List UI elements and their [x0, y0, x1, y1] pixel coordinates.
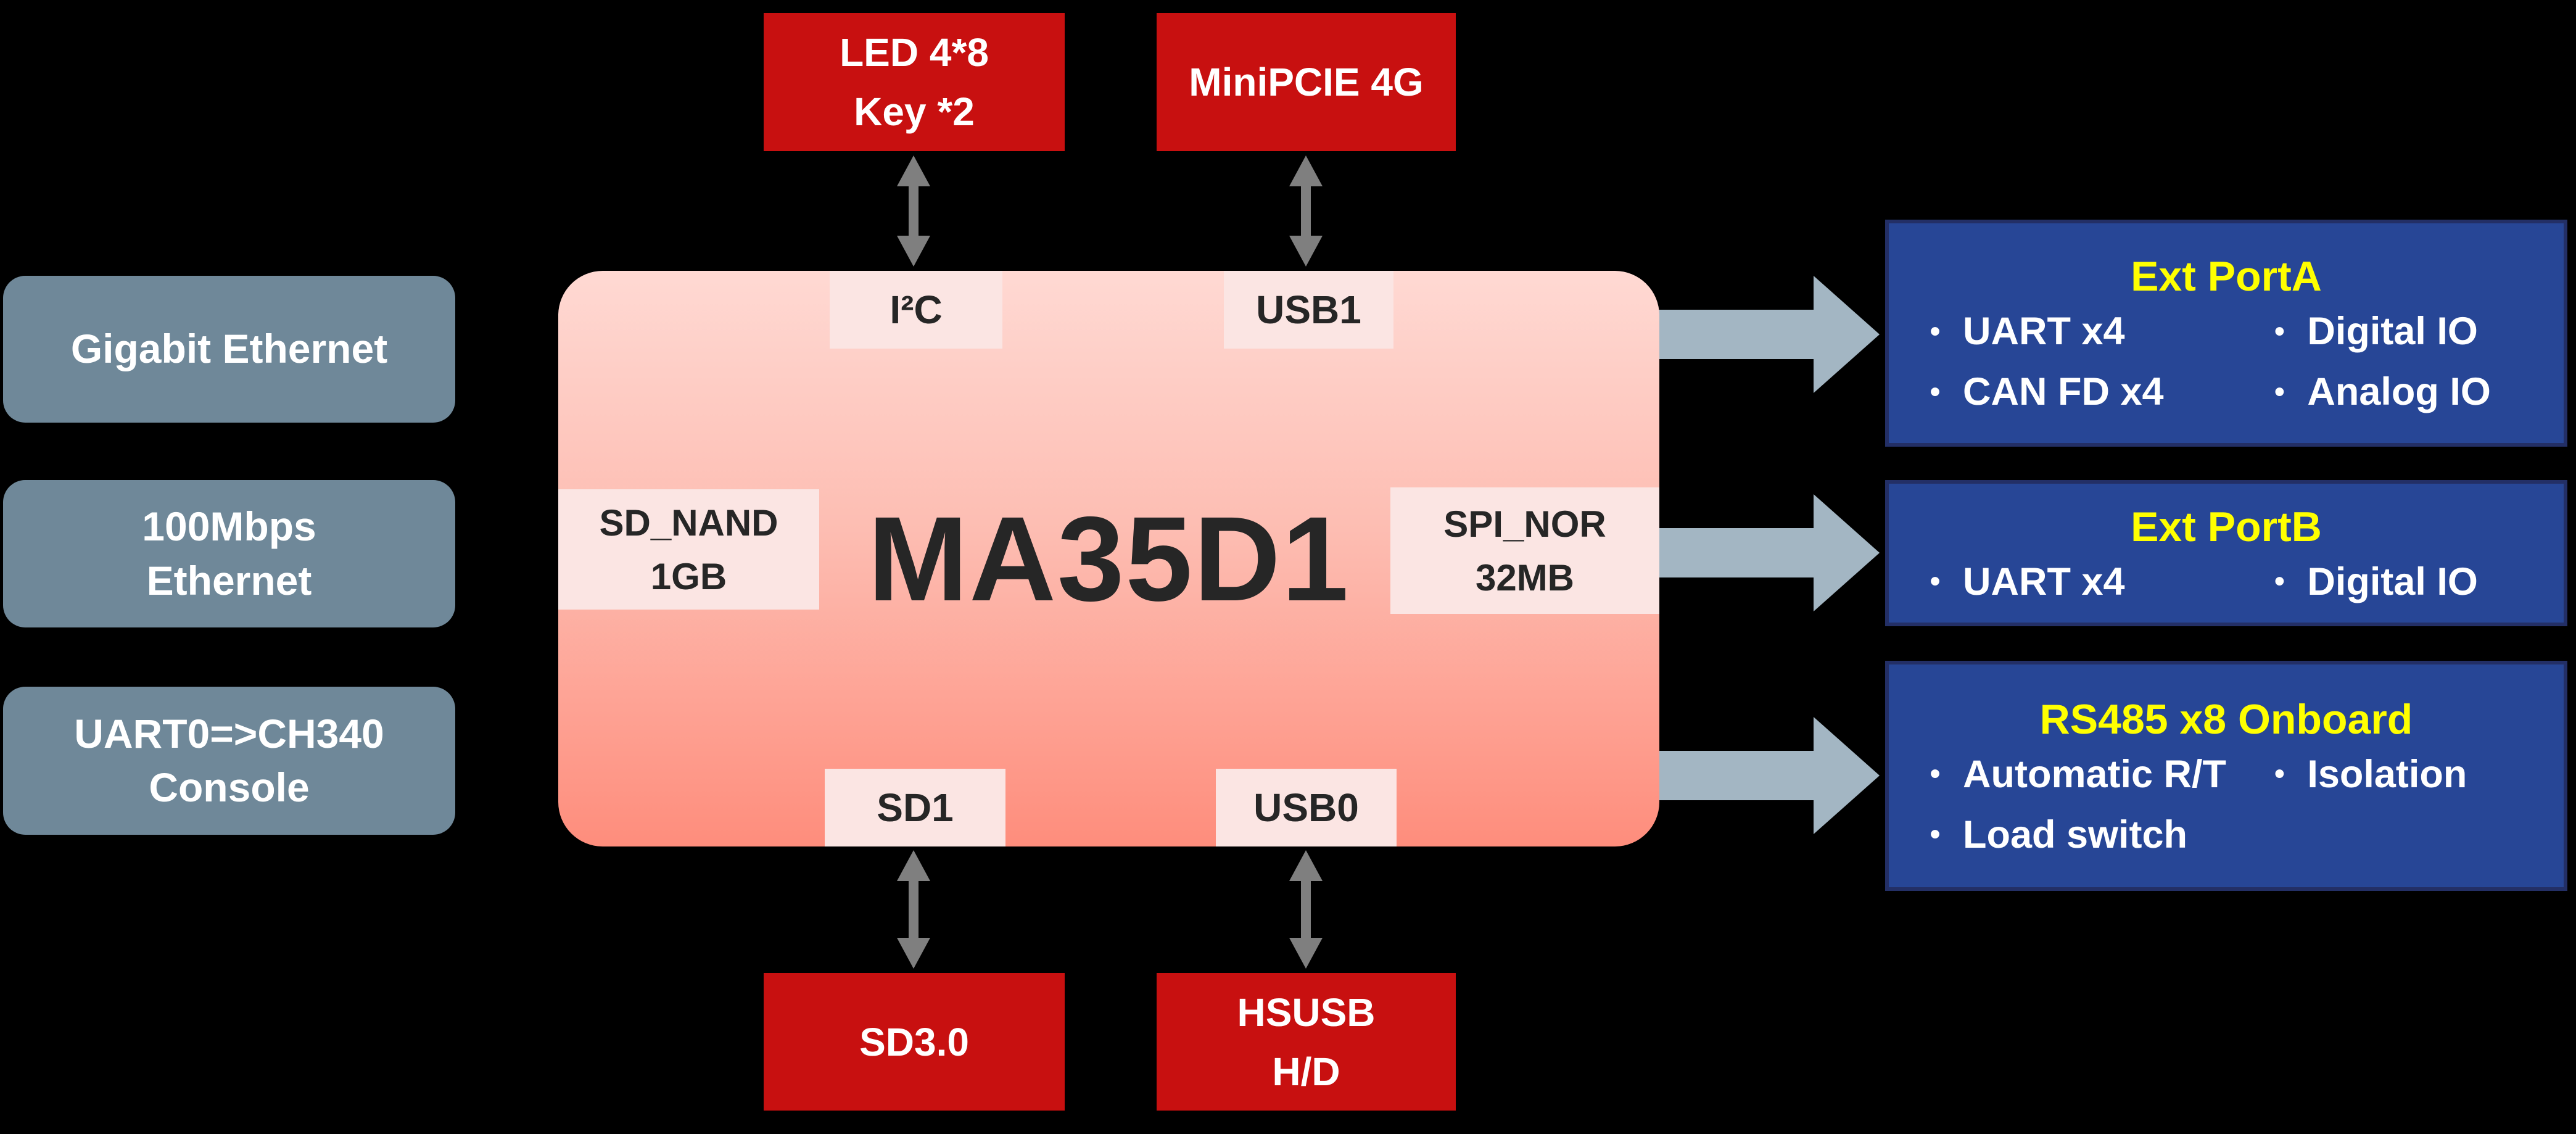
double-arrow-icon-minipcie-usb1	[1289, 155, 1323, 267]
arrow-shaft	[1301, 881, 1311, 938]
bullet-icon: •	[1930, 758, 1941, 790]
arrow-down-icon	[1289, 938, 1323, 969]
double-arrow-icon-led-i2c	[896, 155, 931, 267]
peripheral-box-hsusb-hd: HSUSB H/D	[1157, 973, 1456, 1111]
ext-porta-box: Ext PortA • UART x4 • CAN FD x4 • Digita…	[1885, 220, 2567, 447]
bullet-icon: •	[1930, 375, 1941, 408]
chip-port-i2c: I²C	[830, 271, 1002, 349]
arrow-up-icon	[897, 155, 930, 186]
chip-port-spi-nor: SPI_NOR 32MB	[1390, 487, 1659, 614]
right-arrow-icon-ext-portb	[1652, 494, 1880, 611]
list-item: • CAN FD x4	[1907, 370, 2252, 414]
arrow-up-icon	[1289, 155, 1323, 186]
chip-title: MA35D1	[867, 491, 1350, 626]
bullet-icon: •	[2274, 565, 2285, 598]
ext-porta-title: Ext PortA	[2131, 253, 2322, 300]
right-arrow-icon-rs485	[1652, 717, 1880, 834]
arrow-shaft	[1652, 528, 1814, 577]
ext-porta-bullets: • UART x4 • CAN FD x4 • Digital IO • Ana…	[1907, 309, 2545, 414]
arrow-head-icon	[1814, 276, 1880, 393]
arrow-shaft	[1652, 310, 1814, 359]
arrow-up-icon	[1289, 850, 1323, 881]
list-item: • Digital IO	[2252, 309, 2545, 354]
ext-portb-bullets: • UART x4 • Digital IO	[1907, 560, 2545, 604]
list-item: • UART x4	[1907, 560, 2252, 604]
arrow-shaft	[1301, 186, 1311, 236]
left-box-uart0-ch340-console: UART0=>CH340 Console	[3, 687, 455, 835]
arrow-head-icon	[1814, 494, 1880, 611]
list-item: • Automatic R/T	[1907, 752, 2252, 797]
arrow-shaft	[1652, 751, 1814, 800]
list-item: • Digital IO	[2252, 560, 2545, 604]
chip-port-sd-nand: SD_NAND 1GB	[558, 489, 819, 610]
arrow-down-icon	[897, 236, 930, 267]
list-item: • Analog IO	[2252, 370, 2545, 414]
chip-port-usb0: USB0	[1216, 769, 1397, 846]
double-arrow-icon-sd1-sd30	[896, 850, 931, 969]
rs485-bullets: • Automatic R/T • Load switch • Isolatio…	[1907, 752, 2545, 857]
list-item: • UART x4	[1907, 309, 2252, 354]
arrow-down-icon	[1289, 236, 1323, 267]
bullet-icon: •	[1930, 315, 1941, 348]
chip-port-usb1: USB1	[1224, 271, 1393, 349]
left-box-gigabit-ethernet: Gigabit Ethernet	[3, 276, 455, 423]
ext-portb-box: Ext PortB • UART x4 • Digital IO	[1885, 480, 2567, 626]
peripheral-box-sd30: SD3.0	[764, 973, 1065, 1111]
bullet-icon: •	[1930, 818, 1941, 851]
bullet-icon: •	[2274, 758, 2285, 790]
left-box-100mbps-ethernet: 100Mbps Ethernet	[3, 480, 455, 627]
double-arrow-icon-usb0-hsusb	[1289, 850, 1323, 969]
list-item: • Isolation	[2252, 752, 2545, 797]
arrow-head-icon	[1814, 717, 1880, 834]
ext-portb-title: Ext PortB	[2131, 503, 2322, 550]
arrow-up-icon	[897, 850, 930, 881]
rs485-onboard-box: RS485 x8 Onboard • Automatic R/T • Load …	[1885, 661, 2567, 891]
rs485-title: RS485 x8 Onboard	[2039, 695, 2413, 743]
right-arrow-icon-ext-porta	[1652, 276, 1880, 393]
bullet-icon: •	[2274, 375, 2285, 408]
arrow-down-icon	[897, 938, 930, 969]
list-item: • Load switch	[1907, 813, 2252, 857]
peripheral-box-led-key: LED 4*8 Key *2	[764, 13, 1065, 151]
peripheral-box-minipcie-4g: MiniPCIE 4G	[1157, 13, 1456, 151]
bullet-icon: •	[2274, 315, 2285, 348]
chip-port-sd1: SD1	[825, 769, 1005, 846]
arrow-shaft	[909, 186, 919, 236]
arrow-shaft	[909, 881, 919, 938]
bullet-icon: •	[1930, 565, 1941, 598]
